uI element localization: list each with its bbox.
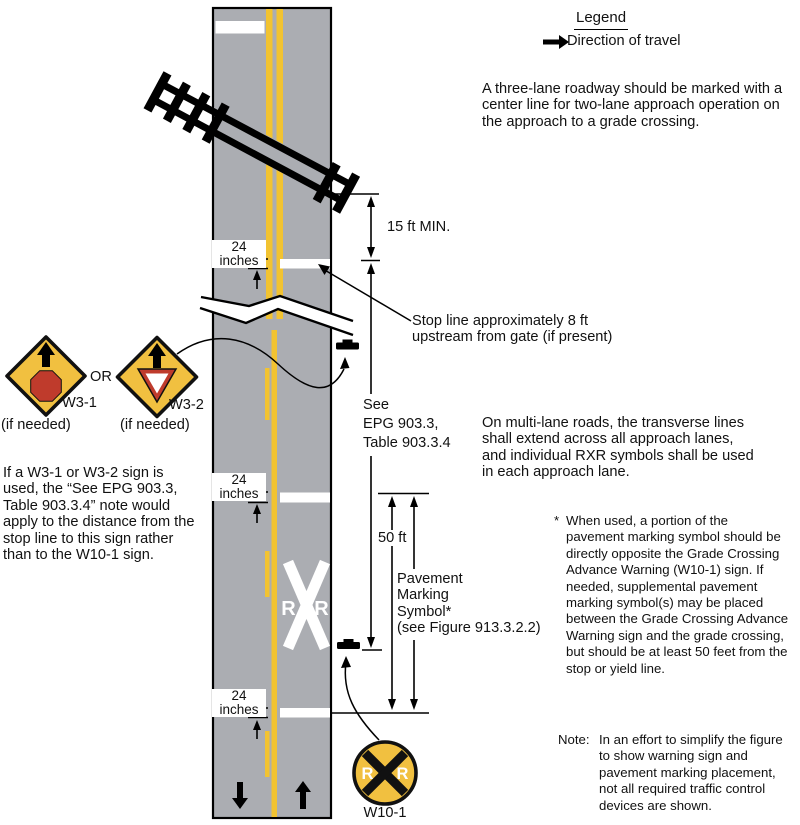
rail-tie [201,102,230,144]
rail-tie [332,172,361,214]
stop-line-approach [280,259,330,269]
dim-24in-label-middle: 24 inches [212,473,266,501]
w3-2-arrow-icon [148,343,166,356]
stop-octagon-icon [30,370,62,402]
center-line-dash [265,551,270,597]
dim-15ft-label: 15 ft MIN. [387,219,451,235]
or-label: OR [90,369,112,385]
rail-upper [156,78,355,190]
up-arrow-icon [295,781,311,809]
sign-w10-1: R R [352,740,418,806]
railroad-tracks [143,71,361,214]
transverse-line-mid [280,492,330,503]
multi-lane-note: On multi-lane roads, the transverse line… [482,415,754,481]
w3-1-caption: (if needed) [1,417,71,433]
w10-1-letter-right: R [397,765,409,783]
stop-line-leader [322,268,412,322]
see-epg-note: See EPG 903.3, Table 903.3.4 [363,397,451,451]
crossing-surface [214,106,330,199]
rail-lower [148,94,346,206]
w10-1-id-label: W10-1 [363,805,407,821]
direction-of-travel-arrow-icon [543,35,569,49]
rail-tie [182,92,211,134]
asterisk-note: When used, a portion of the pavement mar… [566,513,789,676]
rail-tie [162,81,191,123]
pavement-marking-label: Pavement Marking Symbol* (see Figure 913… [397,571,541,637]
w3-sign-note: If a W3-1 or W3-2 sign is used, the “See… [3,465,195,564]
center-line-dash [265,731,270,777]
sign-w3-2 [115,335,199,419]
dim-24in-label-upper: 24 inches [212,240,266,268]
road-break-symbol [199,294,354,337]
gate-symbol-upper [336,339,359,350]
transverse-line-lower [280,708,330,718]
w10-1-letter-left: R [362,765,374,783]
three-lane-note: A three-lane roadway should be marked wi… [482,81,783,130]
rail-tie [312,162,341,204]
note-marker: Note: [558,732,590,747]
w3-2-leader-curve [176,337,345,389]
rail-tie [143,71,172,113]
center-line-dash [265,368,270,420]
rxr-pavement-marking: R R [281,559,331,651]
center-line-solid-lower [271,330,277,817]
gate-symbol-lower [337,639,360,649]
leader-lines [176,264,412,741]
w10-1-leader-curve [344,661,380,741]
lane-direction-arrows [232,781,311,809]
w3-1-id-label: W3-1 [62,395,97,411]
legend-title: Legend [574,9,629,30]
rxr-letter-left: R [281,598,296,620]
sign-w3-1 [5,335,87,417]
w3-2-id-label: W3-2 [169,397,204,413]
stop-line-note: Stop line approximately 8 ft upstream fr… [412,313,613,346]
asterisk-marker: * [554,513,560,528]
dim-50ft-label: 50 ft [375,530,410,547]
w3-1-arrow-icon [37,342,55,355]
w3-2-caption: (if needed) [120,417,190,433]
simplify-note: In an effort to simplify the figure to s… [599,732,783,813]
dim-24in-label-lower: 24 inches [212,689,266,717]
legend-direction-label: Direction of travel [567,33,681,49]
rxr-letter-right: R [314,598,329,620]
stop-line-opposing [215,21,265,34]
down-arrow-icon [232,782,248,809]
